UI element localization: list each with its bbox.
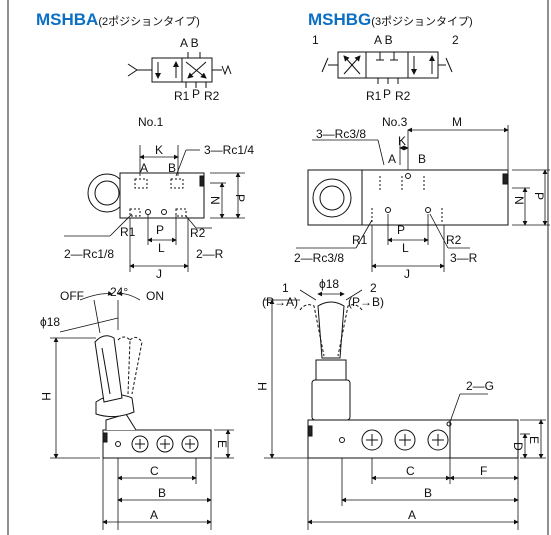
mshba-title-main: MSHBA (36, 10, 99, 29)
mshbg-side-phi: ϕ18 (319, 277, 339, 291)
mshba-plan-l: L (158, 241, 165, 255)
mshba-plan-b: B (168, 161, 176, 175)
mshbg-plan-m: M (452, 115, 462, 129)
mshbg-side-pos2-sub: (P→B) (348, 295, 384, 309)
mshba-plan-p-dim: P (233, 194, 247, 202)
mshbg-plan-dimensions (296, 125, 550, 272)
mshba-plan-k: K (155, 143, 163, 157)
mshba-symbol-r1: R1 (174, 89, 190, 103)
mshba-plan-p: P (156, 223, 164, 237)
mshbg-symbol-ab: A B (374, 33, 393, 47)
mshbg-plan-a: A (388, 152, 396, 166)
mshbg-plan-bottom-note: 2—Rc3/8 (294, 251, 344, 265)
mshba-side-on: ON (146, 289, 164, 303)
mshba-plan-r2: R2 (190, 226, 206, 240)
mshba-side-h: H (39, 392, 53, 401)
mshba-title: MSHBA(2ポジションタイプ) (36, 10, 200, 30)
mshbg-plan-body (307, 169, 509, 226)
mshba-side-a: A (150, 508, 158, 522)
mshbg-symbol-pos1: 1 (312, 33, 319, 47)
mshba-plan-no: No.1 (138, 115, 164, 129)
mshbg-side-dimensions (264, 289, 546, 530)
mshbg-plan-l: L (402, 241, 409, 255)
mshbg-symbol-r2: R2 (395, 89, 411, 103)
mshba-symbol-ab: A B (180, 36, 199, 50)
mshbg-plan-no: No.3 (382, 115, 408, 129)
mshba-plan-a: A (140, 161, 148, 175)
mshba-plan-r1: R1 (120, 225, 136, 239)
mshbg-side-pos1-sub: (P→A) (262, 295, 298, 309)
mshbg-plan-r-note: 3—R (450, 251, 478, 265)
mshba-symbol-p: P (192, 87, 200, 101)
mshbg-plan-r2: R2 (446, 233, 462, 247)
mshbg-symbol-pos2: 2 (452, 33, 459, 47)
mshbg-side-d: D (511, 442, 525, 451)
mshba-plan-body (87, 172, 205, 219)
mshba-title-sub: (2ポジションタイプ) (98, 16, 200, 28)
mshbg-side-body (299, 301, 519, 459)
mshbg-title-main: MSHBG (308, 10, 372, 29)
mshba-plan-n: N (208, 196, 222, 205)
mshba-plan-dimensions (64, 145, 245, 272)
mshba-valve-symbol (127, 52, 232, 88)
mshba-side-angle: 24° (110, 285, 128, 299)
mshbg-plan-p: P (397, 223, 405, 237)
mshbg-plan-j: J (404, 267, 410, 281)
mshba-side-dimensions (50, 290, 234, 530)
mshbg-symbol-r1: R1 (366, 89, 382, 103)
mshbg-plan-r1: R1 (352, 233, 368, 247)
mshbg-side-pos2: 2 (370, 281, 377, 295)
mshbg-side-b: B (424, 486, 432, 500)
mshbg-valve-symbol (321, 51, 453, 84)
mshba-side-off: OFF (60, 289, 84, 303)
mshba-plan-r-note: 2—R (196, 247, 224, 261)
mshbg-plan-k: K (398, 134, 406, 148)
mshbg-symbol-p: P (383, 87, 391, 101)
mshbg-side-h: H (255, 382, 269, 391)
mshbg-title-sub: (3ポジションタイプ) (371, 16, 473, 28)
mshbg-plan-port-note: 3—Rc3/8 (316, 127, 366, 141)
mshbg-side-g-note: 2—G (466, 379, 494, 393)
mshba-side-b: B (158, 486, 166, 500)
mshbg-side-c: C (406, 464, 415, 478)
mshbg-side-a: A (408, 508, 416, 522)
mshba-side-phi: ϕ18 (40, 315, 60, 329)
mshba-side-e: E (215, 440, 229, 448)
mshbg-side-e: E (527, 436, 541, 444)
mshba-symbol-r2: R2 (204, 89, 220, 103)
mshba-plan-bottom-note: 2—Rc1/8 (64, 247, 114, 261)
mshba-side-c: C (150, 464, 159, 478)
mshbg-plan-n: N (512, 196, 526, 205)
mshba-plan-j: J (156, 267, 162, 281)
mshba-plan-port-note: 3—Rc1/4 (204, 143, 254, 157)
mshbg-title: MSHBG(3ポジションタイプ) (308, 10, 473, 30)
mshbg-side-pos1: 1 (282, 281, 289, 295)
mshbg-plan-p-dim: P (532, 192, 546, 200)
mshbg-side-f: F (480, 464, 487, 478)
mshba-side-body (94, 335, 212, 459)
mshbg-plan-b: B (418, 152, 426, 166)
